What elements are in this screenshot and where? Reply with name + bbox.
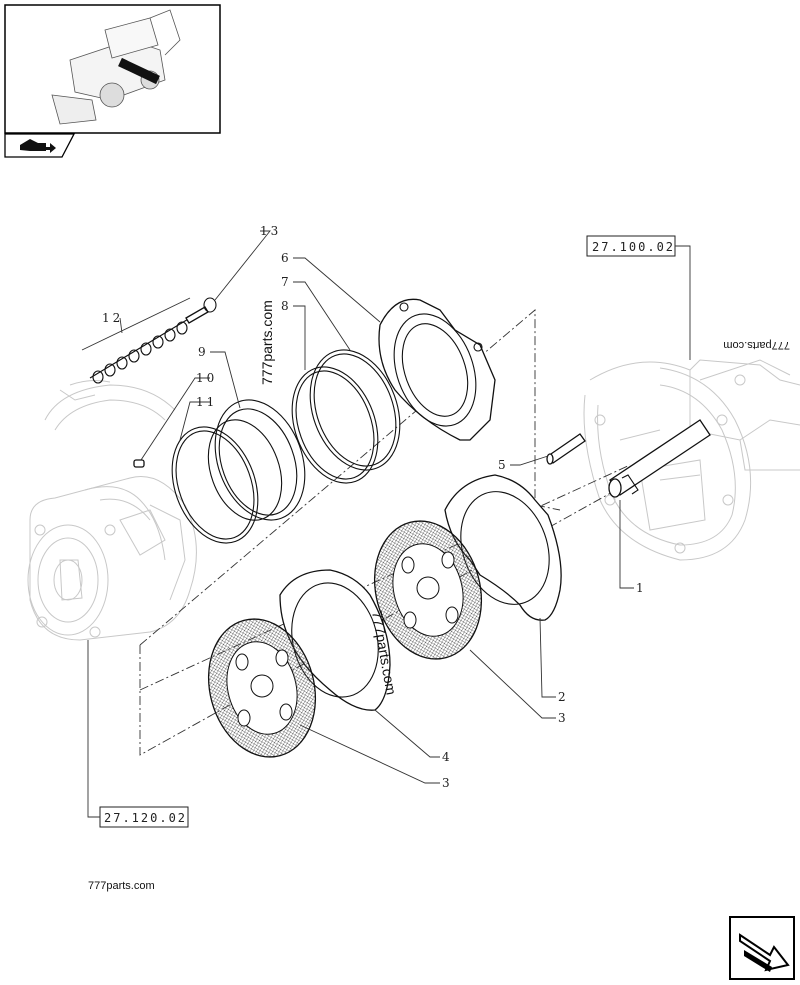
seal-ring-part-8 <box>291 366 379 484</box>
callout-3-left: 3 <box>442 776 453 790</box>
friction-disc-part-3-left <box>207 618 317 758</box>
callout-4: 4 <box>442 750 453 764</box>
watermark-mirrored: 777parts.com <box>723 339 790 351</box>
next-page-arrow-icon[interactable] <box>729 916 795 980</box>
callout-6: 6 <box>281 251 292 265</box>
callout-9: 9 <box>198 345 209 359</box>
callout-10: 10 <box>196 371 217 385</box>
callout-1: 1 <box>636 581 647 595</box>
svg-text:27.100.02: 27.100.02 <box>592 240 675 254</box>
pin-part-5 <box>546 433 586 465</box>
callout-3-right: 3 <box>558 711 569 725</box>
backhoe-loader-thumbnail <box>51 9 181 125</box>
bleeder-part-13 <box>185 297 217 324</box>
callout-2: 2 <box>558 690 569 704</box>
watermark-footer: 777parts.com <box>88 880 155 892</box>
friction-disc-part-3-right <box>373 520 483 660</box>
plate-part-2 <box>444 474 562 621</box>
callout-7: 7 <box>281 275 292 289</box>
axle-housing-ghost <box>583 359 800 561</box>
piston-housing-part-6 <box>378 298 496 441</box>
callout-8: 8 <box>281 299 292 313</box>
plug-part-10 <box>133 459 145 468</box>
callout-13: 13 <box>260 224 281 238</box>
piston-part-9 <box>207 399 306 521</box>
ref-box-bottom-left[interactable]: 27.120.02 <box>99 806 189 828</box>
spring-stack-part-12 <box>89 317 191 384</box>
o-ring-part-11 <box>171 426 259 544</box>
planetary-housing-ghost <box>44 380 176 431</box>
watermark-upper: 777parts.com <box>259 300 275 385</box>
seal-ring-part-7 <box>309 349 401 471</box>
shaft-part-1 <box>608 419 711 498</box>
leader-lines <box>81 230 634 784</box>
thumbnail-frame <box>4 4 221 134</box>
callout-11: 11 <box>196 395 217 409</box>
callout-12: 12 <box>102 311 123 325</box>
ref-box-top-right[interactable]: 27.100.02 <box>586 235 676 257</box>
svg-text:27.120.02: 27.120.02 <box>104 811 187 825</box>
tractor-arrow-badge <box>4 133 76 158</box>
callout-5: 5 <box>498 458 509 472</box>
wheel-hub-ghost <box>27 476 197 641</box>
